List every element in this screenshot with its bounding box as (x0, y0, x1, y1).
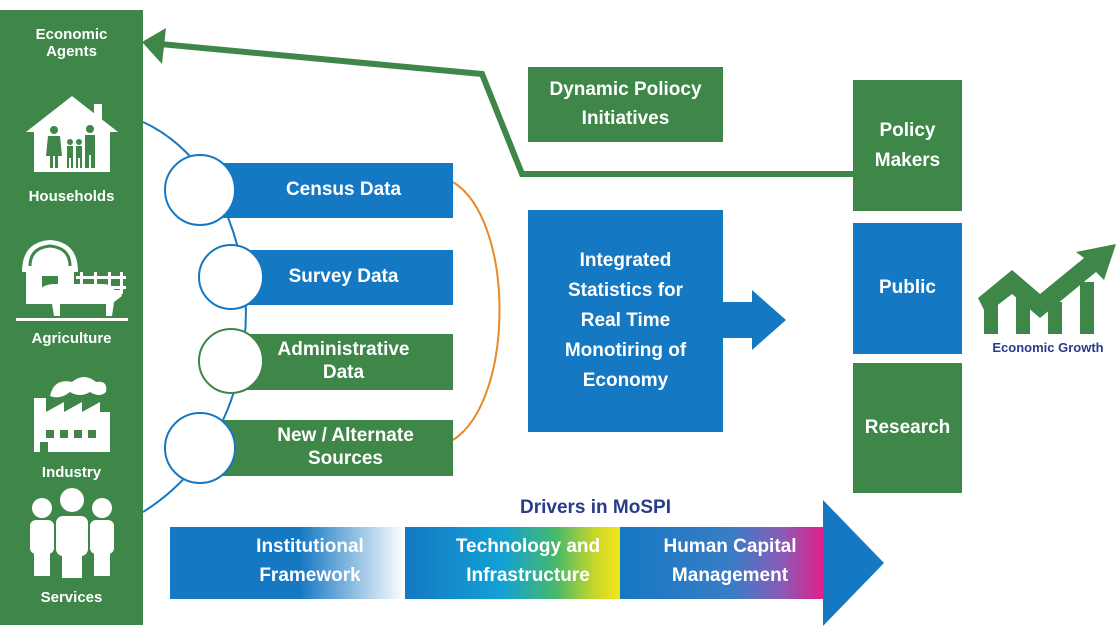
growth-chart-icon (978, 244, 1116, 334)
driver-human-capital-label: Human Capital Management (663, 536, 797, 587)
administrative-data-circle (198, 328, 264, 394)
research-label: Research (864, 416, 951, 438)
alternate-sources-label: New / Alternate Sources (277, 425, 414, 469)
barn-cow-icon (16, 240, 128, 321)
drivers-arrow-head (823, 500, 884, 626)
integrated-statistics-label: Integrated Statistics for Real Time Mono… (564, 249, 687, 392)
economic-growth-label: Economic Growth (992, 340, 1104, 355)
driver-technology-label: Technology and Infrastructure (455, 536, 601, 587)
public-label: Public (878, 277, 936, 299)
sources-arc (452, 181, 501, 441)
feedback-arrow-line (159, 41, 853, 177)
driver-segment-technology (405, 527, 620, 599)
census-data-box: Census Data (222, 163, 453, 218)
census-data-circle (164, 154, 236, 226)
house-family-icon (26, 96, 118, 172)
census-data-label: Census Data (285, 179, 402, 201)
research-box: Research (853, 363, 962, 493)
sidebar-label-services: Services (40, 589, 103, 606)
administrative-data-box: Administrative Data (234, 334, 453, 390)
policy-makers-label: Policy Makers (874, 120, 941, 171)
sidebar-label-households: Households (28, 188, 115, 205)
administrative-data-label: Administrative Data (277, 339, 410, 383)
alternate-sources-circle (164, 412, 236, 484)
factory-icon (34, 377, 110, 452)
sidebar-title: Economic Agents (35, 26, 108, 61)
drivers-title: Drivers in MoSPI (520, 497, 671, 518)
driver-institutional-label: Institutional Framework (256, 536, 364, 587)
dynamic-policy-label: Dynamic Poliocy Initiatives (549, 79, 702, 129)
sidebar-label-industry: Industry (41, 464, 102, 481)
survey-data-box: Survey Data (234, 250, 453, 305)
feedback-arrow-head (142, 28, 166, 64)
driver-segment-institutional (170, 527, 405, 599)
dynamic-policy-box: Dynamic Poliocy Initiatives (528, 67, 723, 142)
survey-data-circle (198, 244, 264, 310)
alternate-sources-box: New / Alternate Sources (222, 420, 453, 476)
policy-makers-box: Policy Makers (853, 80, 962, 211)
integrated-statistics-box: Integrated Statistics for Real Time Mono… (528, 210, 723, 432)
economic-agents-sidebar: Economic Agents Households Agriculture (0, 10, 143, 625)
survey-data-label: Survey Data (288, 266, 399, 288)
sidebar-label-agriculture: Agriculture (31, 330, 112, 347)
driver-segment-human-capital (620, 527, 823, 599)
people-group-icon (30, 488, 114, 578)
public-box: Public (853, 223, 962, 354)
integrated-arrow (722, 290, 786, 350)
